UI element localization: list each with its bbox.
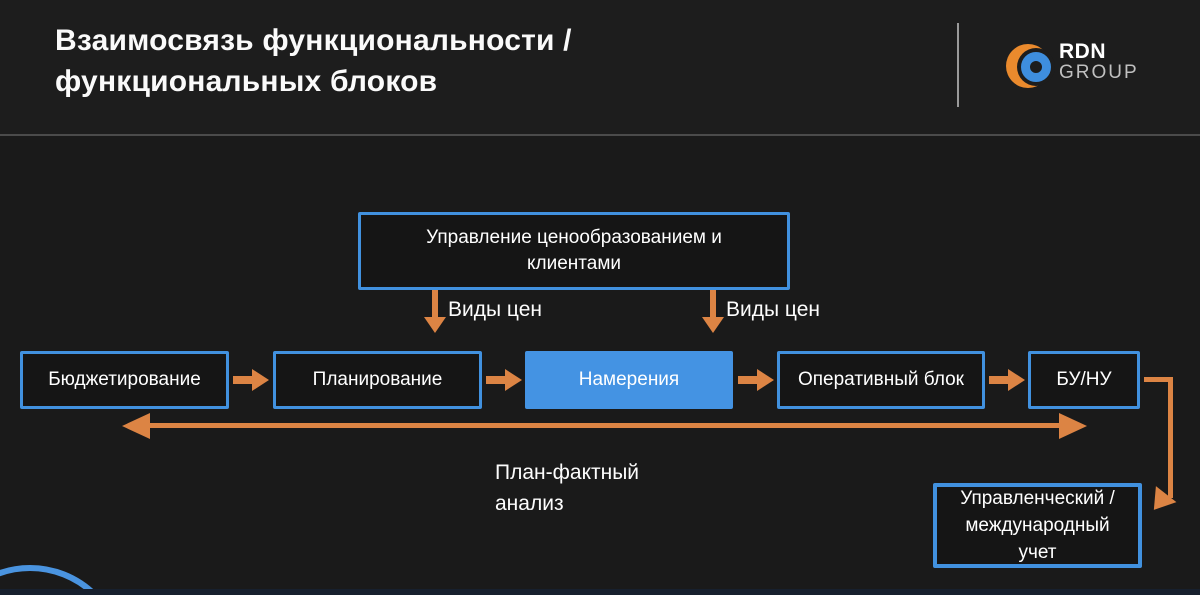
elbow-horizontal-segment [1144,377,1173,382]
header-bar: Взаимосвязь функциональности / функциона… [0,0,1200,136]
logo-blue-ring-icon [1021,52,1051,82]
price-types-label-right: Виды цен [726,298,820,321]
box-planning-label: Планирование [312,369,443,390]
box-bu-nu: БУ/НУ [1028,351,1140,409]
box-price-management: Управление ценообразованием и клиентами [358,212,790,290]
down-arrow-right-icon [702,317,724,333]
double-arrow-shaft [148,423,1061,428]
elbow-vertical-segment [1168,377,1173,498]
down-arrow-right-shaft [710,290,716,318]
box-price-management-label: Управление ценообразованием и клиентами [426,227,722,274]
box-planning: Планирование [273,351,482,409]
box-management-accounting-line3: учет [1018,542,1057,563]
page-title-line2: функциональных блоков [55,65,438,98]
box-budgeting-label: Бюджетирование [48,369,201,390]
logo-brand-suffix-text: GROUP [1059,62,1139,83]
box-operational: Оперативный блок [777,351,985,409]
double-arrow-right-head-icon [1059,413,1087,439]
price-types-label-left: Виды цен [448,298,542,321]
double-arrow-left-head-icon [122,413,150,439]
plan-fact-label-line1: План-фактный [495,461,640,484]
box-management-accounting-line1: Управленческий / [960,488,1115,509]
page-title: Взаимосвязь функциональности / функциона… [55,20,572,102]
box-management-accounting-line2: международный [965,515,1110,536]
down-arrow-left-icon [424,317,446,333]
bottom-accent-strip [0,589,1200,595]
logo-divider [957,23,959,107]
down-arrow-left-shaft [432,290,438,318]
logo-brand-text: RDN [1059,40,1106,63]
box-budgeting: Бюджетирование [20,351,229,409]
box-operational-label: Оперативный блок [797,369,964,390]
logo: RDN GROUP [1059,41,1139,83]
plan-fact-label-line2: анализ [495,492,564,515]
box-intentions: Намерения [525,351,733,409]
page-title-line1: Взаимосвязь функциональности / [55,24,572,57]
plan-fact-label: План-фактный анализ [495,457,639,519]
box-intentions-label: Намерения [578,369,680,390]
box-management-accounting: Управленческий / международный учет [933,483,1142,568]
box-bu-nu-label: БУ/НУ [1056,369,1112,390]
